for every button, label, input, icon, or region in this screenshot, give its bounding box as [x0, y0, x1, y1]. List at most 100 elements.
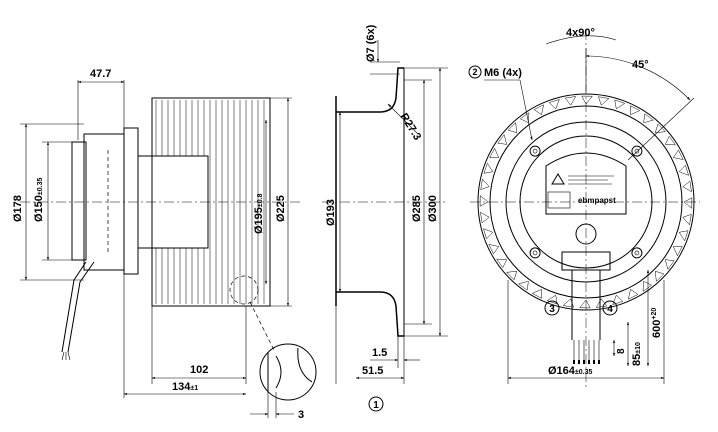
wire-end [593, 360, 595, 364]
blade-slot [497, 134, 508, 145]
arc-45 [585, 54, 691, 101]
ext-45 [627, 97, 695, 161]
cable-ends [61, 351, 71, 361]
svg-text:Ø164±0.35: Ø164±0.35 [548, 365, 592, 377]
arc-4x90 [545, 35, 617, 45]
wire-end [578, 360, 580, 364]
blade-slot [519, 112, 530, 124]
svg-text:85±10: 85±10 [631, 342, 643, 366]
callout-2-circle [468, 65, 482, 79]
impeller-blades [155, 100, 265, 304]
dim-hole: Ø7 (6x) [365, 24, 377, 62]
dim-600: 600 [651, 320, 663, 338]
mounting-hole [529, 247, 541, 259]
blade-slot [642, 280, 653, 292]
wire-end [583, 360, 585, 364]
blade-slot [672, 246, 683, 257]
callout-4: 4 [607, 304, 613, 315]
dim-102: 102 [190, 364, 208, 376]
dim-134: 134 [172, 381, 191, 393]
blade-slot [507, 122, 517, 134]
mounting-hole-inner [634, 250, 640, 256]
ring-top-profile [336, 67, 404, 113]
svg-text:600+20: 600+20 [651, 308, 663, 338]
mounting-holes [529, 145, 643, 259]
blade-slot [489, 147, 500, 158]
callout-3-circle [544, 300, 560, 316]
side-view: Ø178 Ø150±0.35 47.7 Ø195±0.8 Ø225 102 [12, 68, 317, 421]
dim-d285: Ø285 [411, 195, 423, 222]
svg-text:Ø150±0.35: Ø150±0.35 [33, 178, 45, 222]
blade-slot [518, 280, 529, 291]
impeller-inner-circle [489, 105, 683, 299]
impeller-outline [151, 97, 271, 307]
dim-3: 3 [298, 409, 304, 421]
blade-slot [548, 99, 560, 110]
inlet-ring-view: Ø193 Ø7 (6x) R27.3 Ø285 Ø300 1.5 51.5 1 [322, 24, 448, 412]
svg-text:Ø195±0.8: Ø195±0.8 [253, 193, 265, 234]
detail-circle [259, 343, 317, 401]
dim-line-r27 [387, 103, 419, 135]
blade-slot [579, 299, 591, 309]
svg-text:134±1: 134±1 [172, 381, 198, 393]
blade-slot [564, 96, 577, 106]
blade-slot [612, 294, 624, 305]
terminal-cap [575, 223, 597, 245]
blade-slot [678, 230, 689, 242]
blade-slot [682, 180, 692, 193]
dim-d195-tol: ±0.8 [257, 193, 264, 207]
dim-85: 85 [631, 354, 643, 366]
blade-slot [643, 113, 654, 124]
motor-hub [137, 155, 209, 249]
blade-slot [664, 259, 675, 270]
dim-angle-4x90: 4x90° [566, 27, 595, 39]
dim-600-tol: +20 [651, 308, 658, 320]
dim-r27: R27.3 [397, 111, 423, 142]
blade-slot [483, 162, 494, 174]
blade-slot [581, 95, 593, 105]
dim-15: 1.5 [372, 347, 387, 359]
detail-profile [267, 347, 313, 392]
blade-slot [664, 135, 676, 146]
dim-515: 51.5 [362, 365, 383, 377]
blade-slot [533, 104, 544, 116]
brand-logo: ebmpapst [578, 196, 616, 205]
dim-85-tol: ±10 [635, 342, 642, 354]
dim-d178: Ø178 [12, 195, 24, 222]
wire-end [573, 360, 575, 364]
mounting-hole [631, 145, 643, 157]
blade-slot [655, 270, 665, 282]
front-view: ebmpapst 4x90° 45° 2 M6 (4x) 3 4 [468, 27, 700, 390]
dim-134-tol: ±1 [190, 385, 198, 392]
mounting-hole [529, 145, 541, 157]
mounting-hole-inner [532, 148, 538, 154]
blade-slot [595, 298, 608, 308]
callout-1: 1 [373, 400, 379, 411]
cable-line-a [61, 261, 87, 353]
cable-gland [561, 251, 611, 271]
ring-bottom-profile [336, 291, 404, 337]
blade-slots [479, 95, 693, 309]
blade-slot [483, 228, 494, 240]
blade-slot [496, 258, 508, 269]
blade-slot [480, 211, 490, 224]
dim-d150-tol: ±0.35 [37, 178, 44, 196]
blade-slot [630, 105, 641, 116]
label-plate [545, 152, 627, 215]
dim-d225: Ø225 [275, 195, 287, 222]
dim-d195: Ø195 [253, 207, 265, 234]
callout-2: 2 [472, 67, 477, 77]
detail-leader [249, 301, 275, 351]
label-barcode [547, 191, 571, 209]
wire-end [598, 360, 600, 364]
blade-slot [480, 178, 490, 190]
motor-back-plate [71, 141, 87, 261]
blade-slot [628, 288, 639, 300]
dim-d300: Ø300 [427, 195, 439, 222]
cable-line-b [67, 261, 95, 353]
wire-end [588, 360, 590, 364]
blade-slot [546, 294, 558, 305]
mounting-hole [631, 247, 643, 259]
mounting-hole-inner [634, 148, 640, 154]
m6-leader [519, 79, 533, 141]
